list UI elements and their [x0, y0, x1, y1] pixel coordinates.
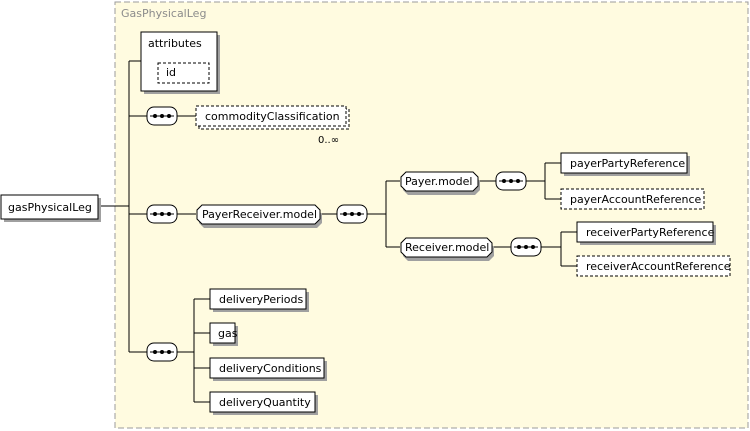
receiver-party-reference-element[interactable]: receiverPartyReference [576, 221, 716, 245]
commodity-classification-element[interactable]: commodityClassification 0..∞ [195, 105, 350, 146]
sequence-compositor-icon[interactable] [146, 106, 178, 126]
receiver-model-group[interactable]: Receiver.model [400, 237, 494, 261]
delivery-conditions-element[interactable]: deliveryConditions [209, 357, 327, 381]
sequence-compositor-icon[interactable] [495, 171, 527, 191]
payer-account-reference-label: payerAccountReference [570, 193, 702, 206]
commodity-cardinality: 0..∞ [318, 135, 339, 146]
attribute-id-label: id [166, 66, 176, 79]
payer-party-reference-element[interactable]: payerPartyReference [560, 152, 690, 176]
sequence-compositor-icon[interactable] [146, 342, 178, 362]
connector-lines [98, 60, 577, 403]
root-element-node[interactable]: gasPhysicalLeg [0, 194, 101, 222]
sequence-compositor-icon[interactable] [336, 204, 368, 224]
root-element-label: gasPhysicalLeg [8, 201, 92, 214]
receiver-model-label: Receiver.model [405, 241, 489, 254]
receiver-account-reference-label: receiverAccountReference [586, 260, 731, 273]
sequence-compositor-icon[interactable] [146, 204, 178, 224]
payer-model-group[interactable]: Payer.model [400, 171, 480, 195]
delivery-periods-label: deliveryPeriods [219, 293, 303, 306]
payer-model-label: Payer.model [405, 175, 472, 188]
delivery-periods-element[interactable]: deliveryPeriods [209, 288, 309, 312]
payer-receiver-model-group[interactable]: PayerReceiver.model [196, 204, 322, 228]
payer-account-reference-element[interactable]: payerAccountReference [560, 188, 705, 210]
payer-receiver-model-label: PayerReceiver.model [202, 208, 317, 221]
sequence-compositor-icon[interactable] [510, 237, 542, 257]
attributes-label: attributes [148, 37, 202, 50]
delivery-conditions-label: deliveryConditions [219, 362, 322, 375]
type-title: GasPhysicalLeg [121, 7, 206, 20]
payer-party-reference-label: payerPartyReference [570, 157, 685, 170]
attributes-group[interactable]: attributes id [140, 31, 220, 94]
gas-element[interactable]: gas [209, 322, 238, 346]
delivery-quantity-element[interactable]: deliveryQuantity [209, 391, 318, 415]
delivery-quantity-label: deliveryQuantity [219, 396, 311, 409]
gas-label: gas [218, 327, 238, 340]
receiver-account-reference-element[interactable]: receiverAccountReference [576, 255, 731, 277]
commodity-classification-label: commodityClassification [205, 110, 340, 123]
receiver-party-reference-label: receiverPartyReference [586, 226, 715, 239]
attribute-id-box[interactable] [157, 62, 210, 84]
